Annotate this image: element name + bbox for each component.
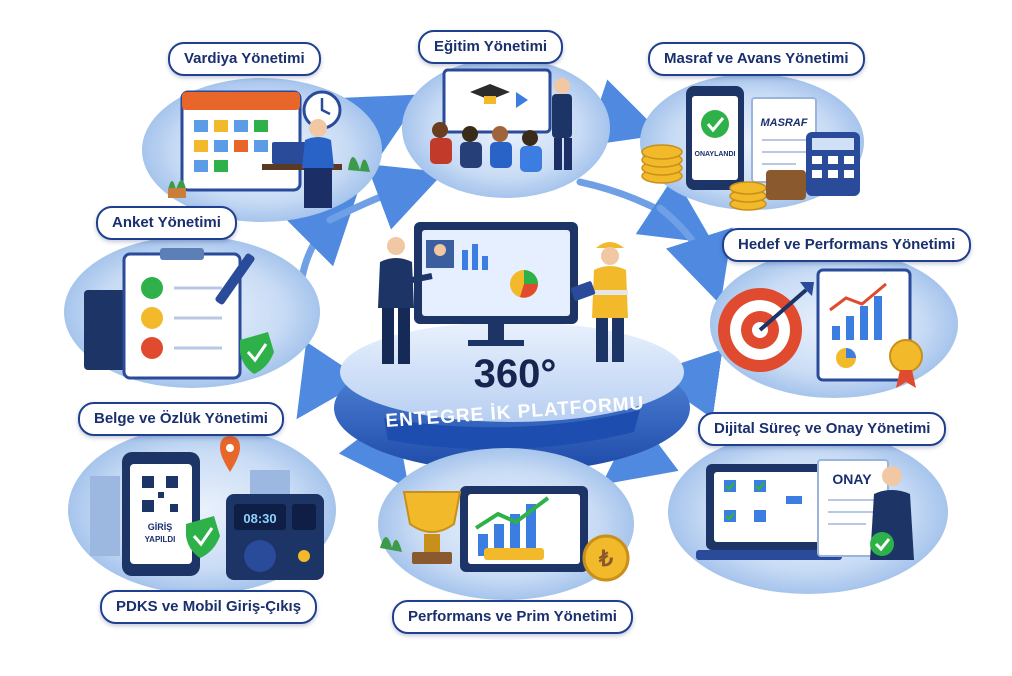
pdks-illustration: GİRİŞ YAPILDI 08:30 (68, 426, 336, 594)
label-prim: Performans ve Prim Yönetimi (392, 600, 633, 634)
label-vardiya: Vardiya Yönetimi (168, 42, 321, 76)
arrow-masraf-hedef (656, 204, 733, 305)
label-pdks: PDKS ve Mobil Giriş-Çıkış (100, 590, 318, 624)
dijital-illustration: ONAY (668, 430, 948, 594)
label-anket: Anket Yönetimi (96, 206, 237, 240)
arrow-belge-center (296, 341, 365, 420)
anket-illustration (64, 236, 320, 388)
label-belge: Belge ve Özlük Yönetimi (78, 402, 284, 436)
onay-doc-text: ONAY (832, 471, 872, 487)
vardiya-illustration (142, 78, 382, 222)
prim-illustration: ₺ (378, 448, 634, 600)
pdks-clock-text: 08:30 (243, 511, 276, 526)
egitim-illustration (402, 58, 610, 198)
pdks-phone-line1: GİRİŞ (148, 522, 173, 532)
center-number: 360° (473, 352, 557, 396)
hedef-illustration (710, 250, 958, 398)
label-egitim: Eğitim Yönetimi (418, 30, 564, 64)
pdks-phone-line2: YAPILDI (145, 535, 176, 544)
masraf-phone-text: ONAYLANDI (695, 151, 736, 158)
center-platform (334, 222, 690, 472)
label-hedef: Hedef ve Performans Yönetimi (722, 228, 972, 262)
prim-coin-text: ₺ (598, 546, 613, 571)
label-masraf: Masraf ve Avans Yönetimi (648, 42, 865, 76)
label-dijital: Dijital Süreç ve Onay Yönetimi (698, 412, 947, 446)
masraf-doc-text: MASRAF (760, 117, 807, 129)
arrow-egitim-masraf (585, 79, 663, 146)
arrow-anket-top (326, 163, 445, 230)
masraf-illustration: ONAYLANDI MASRAF (640, 74, 864, 211)
